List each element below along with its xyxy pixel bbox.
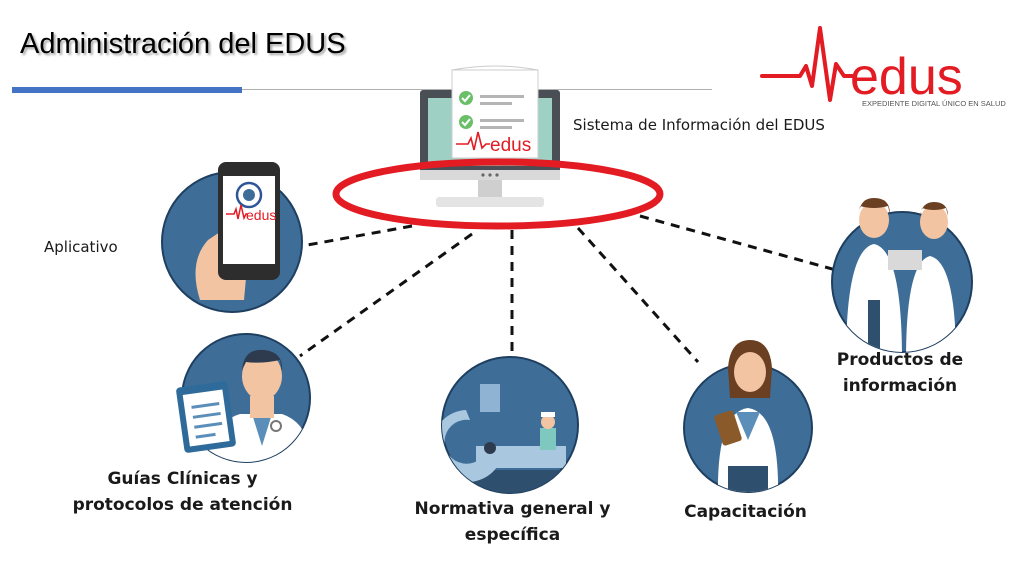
node-app: edus [161,162,303,313]
logo-tagline: EXPEDIENTE DIGITAL ÚNICO EN SALUD [862,99,1006,108]
guides-label: Guías Clínicas y protocolos de atención [72,469,293,515]
heartbeat-line-icon [456,131,490,151]
connector-app [301,224,413,248]
node-products [831,198,973,353]
node-norm [441,356,579,494]
heartbeat-line-icon [226,204,248,221]
document-icon: edus [451,65,539,159]
nurse-icon [728,340,772,398]
training-label: Capacitación [684,502,807,522]
doctor-icon [242,349,283,432]
monitor-icon: edus [420,65,560,207]
logo-word: edus [850,48,963,106]
connectors [299,214,837,364]
norm-label: Normativa general y específica [414,499,611,545]
heartbeat-line-icon [760,26,854,102]
system-label: Sistema de Información del EDUS [573,116,825,134]
title-underline-accent [12,87,242,93]
doctors-icon [859,198,948,239]
connector-products [639,214,837,272]
node-guides [176,333,311,463]
connector-training [576,226,700,364]
phone-icon: edus [218,162,280,280]
connector-guides [299,232,473,358]
slide-title: Administración del EDUS [20,28,346,60]
screen-logo: edus [490,135,531,156]
clipboard-icon [176,381,236,453]
system-highlight-ellipse [332,158,664,230]
app-label: Aplicativo [44,238,118,256]
node-training [683,340,813,493]
phone-logo: edus [246,207,276,223]
products-label: Productos de información [836,350,964,396]
edus-logo: edus EXPEDIENTE DIGITAL ÚNICO EN SALUD [760,26,1006,108]
